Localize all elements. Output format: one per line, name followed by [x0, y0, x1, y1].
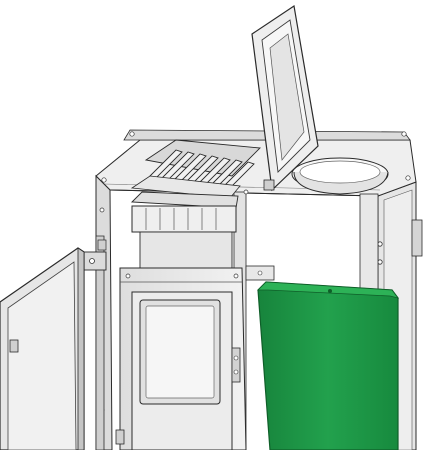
frame-screws: [101, 131, 411, 195]
left-side-panel: [95, 235, 105, 450]
front-door-open: [0, 247, 85, 450]
hopper-opening: [291, 157, 389, 195]
inspection-window-frame: [131, 291, 241, 450]
green-insulation-panel: [257, 281, 399, 450]
side-bracket: [245, 265, 275, 281]
flue-collector: [130, 191, 239, 269]
open-hopper-lid: [251, 4, 319, 192]
